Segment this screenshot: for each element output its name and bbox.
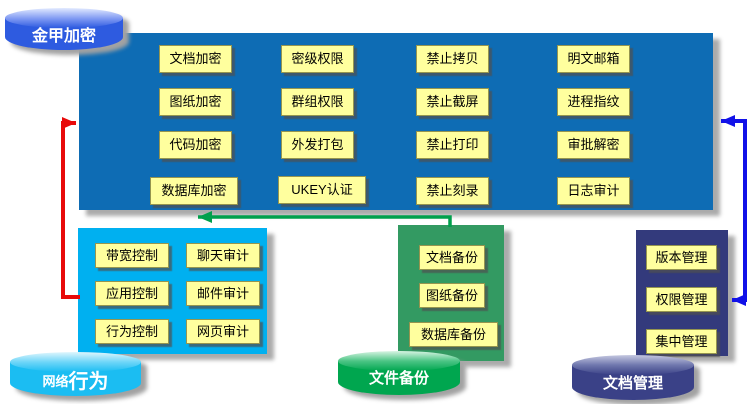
cylinder-jinjia-encryption: 金甲加密 — [5, 8, 123, 50]
feature-drawing-backup[interactable]: 图纸备份 — [419, 283, 485, 308]
feature-classification-rights[interactable]: 密级权限 — [281, 45, 354, 73]
feature-chat-audit[interactable]: 聊天审计 — [186, 243, 260, 268]
cylinder-top-ellipse — [338, 351, 460, 371]
feature-group-rights[interactable]: 群组权限 — [281, 88, 354, 116]
feature-process-fingerprint[interactable]: 进程指纹 — [557, 88, 630, 116]
feature-log-audit[interactable]: 日志审计 — [557, 177, 630, 205]
feature-version-management[interactable]: 版本管理 — [646, 245, 717, 270]
feature-behavior-control[interactable]: 行为控制 — [95, 319, 169, 344]
feature-outgoing-package[interactable]: 外发打包 — [281, 131, 354, 159]
feature-bandwidth-control[interactable]: 带宽控制 — [95, 243, 169, 268]
cylinder-network-behavior: 网络行为 — [10, 352, 141, 396]
feature-centralized-management[interactable]: 集中管理 — [646, 329, 717, 354]
feature-approval-decryption[interactable]: 审批解密 — [557, 131, 630, 159]
feature-plaintext-mailbox[interactable]: 明文邮箱 — [557, 45, 630, 73]
feature-document-backup[interactable]: 文档备份 — [419, 245, 485, 270]
feature-database-encryption[interactable]: 数据库加密 — [150, 177, 238, 205]
feature-block-copy[interactable]: 禁止拷贝 — [416, 45, 489, 73]
feature-app-control[interactable]: 应用控制 — [95, 281, 169, 306]
network-label-prefix: 网络 — [42, 374, 69, 389]
feature-code-encryption[interactable]: 代码加密 — [159, 131, 232, 159]
cylinder-file-backup: 文件备份 — [338, 351, 460, 395]
feature-email-audit[interactable]: 邮件审计 — [186, 281, 260, 306]
feature-block-print[interactable]: 禁止打印 — [416, 131, 489, 159]
cylinder-top-ellipse — [10, 352, 141, 372]
feature-document-encryption[interactable]: 文档加密 — [159, 45, 232, 73]
network-label-main: 行为 — [68, 371, 109, 393]
feature-block-screenshot[interactable]: 禁止截屏 — [416, 88, 489, 116]
document-management-label: 文档管理 — [602, 375, 663, 392]
file-backup-label: 文件备份 — [368, 370, 429, 387]
feature-permission-management[interactable]: 权限管理 — [646, 287, 717, 312]
network-behavior-label: 网络行为 — [10, 365, 141, 394]
cylinder-top-ellipse — [5, 8, 123, 28]
cylinder-top-ellipse — [572, 355, 694, 375]
feature-drawing-encryption[interactable]: 图纸加密 — [159, 88, 232, 116]
feature-database-backup[interactable]: 数据库备份 — [409, 322, 498, 347]
feature-block-burning[interactable]: 禁止刻录 — [416, 177, 489, 205]
feature-web-audit[interactable]: 网页审计 — [186, 319, 260, 344]
cylinder-document-management: 文档管理 — [572, 355, 694, 400]
feature-ukey-authentication[interactable]: UKEY认证 — [278, 176, 366, 204]
jinjia-encryption-label: 金甲加密 — [31, 28, 96, 45]
